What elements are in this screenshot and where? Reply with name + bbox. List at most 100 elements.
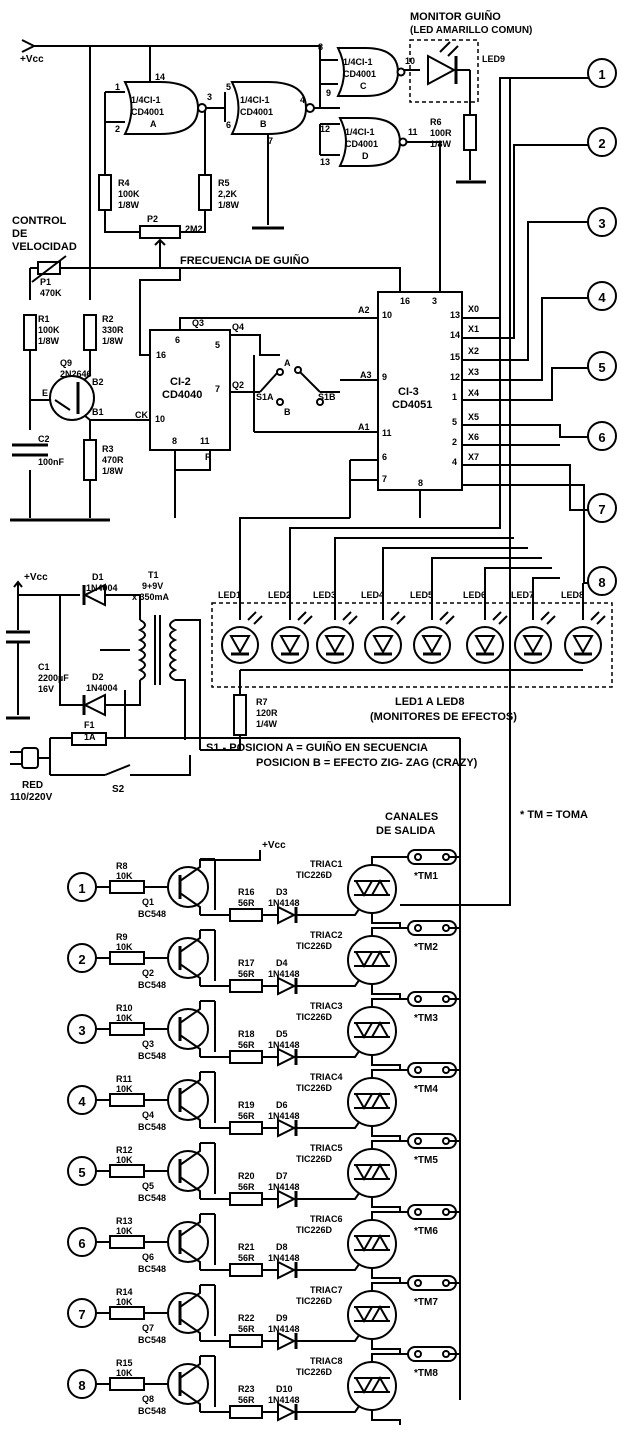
svg-text:4: 4 bbox=[452, 457, 457, 467]
ctrl-label-2: DE bbox=[12, 228, 27, 240]
svg-text:14: 14 bbox=[155, 72, 165, 82]
r1-label: R1 bbox=[38, 314, 50, 324]
svg-text:11: 11 bbox=[408, 127, 418, 137]
d1-label: D1 bbox=[92, 572, 104, 582]
transistor-value: BC548 bbox=[138, 1264, 166, 1274]
led-4: LED4 bbox=[361, 590, 406, 664]
svg-text:11: 11 bbox=[200, 436, 210, 446]
transistor-label: Q3 bbox=[142, 1039, 154, 1049]
freq-label: FRECUENCIA DE GUIÑO bbox=[180, 254, 310, 267]
channel-2: 2R910KQ2BC548R1756RD41N4148TRIAC2TIC226D… bbox=[67, 920, 460, 999]
marker-label: 4 bbox=[598, 290, 606, 305]
channel-marker: 8 bbox=[78, 1378, 85, 1393]
ci3-x4: X4 bbox=[468, 388, 479, 398]
base-resistor-label: R11 bbox=[116, 1074, 132, 1084]
q9-value: 2N2646 bbox=[60, 369, 92, 379]
svg-text:5: 5 bbox=[215, 340, 220, 350]
gate-resistor-label: R22 bbox=[238, 1313, 255, 1323]
ujt-b1: B1 bbox=[92, 407, 104, 417]
base-resistor-value: 10K bbox=[116, 1226, 133, 1236]
marker-label: 7 bbox=[598, 502, 605, 517]
gate-resistor-value: 56R bbox=[238, 1182, 255, 1192]
diode-value: 1N4148 bbox=[268, 969, 300, 979]
led-3: LED3 bbox=[313, 590, 358, 664]
triac-value: TIC226D bbox=[296, 1154, 333, 1164]
svg-text:4: 4 bbox=[300, 95, 305, 105]
vcc-psu-label: +Vcc bbox=[24, 572, 48, 583]
ci3-a3: A3 bbox=[360, 370, 372, 380]
canales-label-2: DE SALIDA bbox=[376, 825, 435, 837]
transistor-label: Q4 bbox=[142, 1110, 154, 1120]
ci2-value: CD4040 bbox=[162, 389, 202, 401]
r7-label: R7 bbox=[256, 697, 268, 707]
led-label: LED2 bbox=[268, 590, 291, 600]
ctrl-label-3: VELOCIDAD bbox=[12, 241, 77, 253]
svg-text:5: 5 bbox=[226, 82, 231, 92]
tm-label: *TM7 bbox=[414, 1297, 438, 1308]
channel-3: 3R1010KQ3BC548R1856RD51N4148TRIAC3TIC226… bbox=[67, 991, 460, 1070]
triac-value: TIC226D bbox=[296, 1083, 333, 1093]
base-resistor-value: 10K bbox=[116, 871, 133, 881]
marker-label: 3 bbox=[598, 216, 605, 231]
ci2-ck: CK bbox=[135, 410, 148, 420]
ci2-q2: Q2 bbox=[232, 380, 244, 390]
r6-value: 100R bbox=[430, 128, 452, 138]
ci3-x5: X5 bbox=[468, 412, 479, 422]
gate-c: 1/4CI-1 CD4001 C 8 9 10 bbox=[318, 42, 415, 98]
led-label: LED8 bbox=[561, 590, 584, 600]
triac-label: TRIAC4 bbox=[310, 1072, 343, 1082]
ci3-value: CD4051 bbox=[392, 399, 432, 411]
led-1: LED1 bbox=[218, 590, 263, 664]
c2-label: C2 bbox=[38, 434, 50, 444]
marker-label: 8 bbox=[598, 575, 605, 590]
gate-b-label-3: B bbox=[260, 119, 267, 129]
gate-resistor-label: R21 bbox=[238, 1242, 255, 1252]
led-7: LED7 bbox=[511, 590, 556, 664]
marker-2: 2 bbox=[587, 127, 617, 157]
power-supply: +Vcc D1 1N4004 D2 1N4004 C1 2200µF 16V T… bbox=[6, 570, 588, 837]
led-6: LED6 bbox=[463, 590, 508, 664]
gate-resistor-value: 56R bbox=[238, 898, 255, 908]
r3-watt: 1/8W bbox=[102, 466, 124, 476]
gate-a-label-1: 1/4CI-1 bbox=[131, 95, 161, 105]
triac-label: TRIAC5 bbox=[310, 1143, 343, 1153]
triac-label: TRIAC2 bbox=[310, 930, 343, 940]
svg-text:1: 1 bbox=[115, 82, 120, 92]
diode-label: D4 bbox=[276, 958, 288, 968]
transistor-label: Q6 bbox=[142, 1252, 154, 1262]
r1-value: 100K bbox=[38, 325, 60, 335]
marker-7: 7 bbox=[587, 493, 617, 523]
output-section: +Vcc 1R810KQ1BC548R1656RD31N4148TRIAC1TI… bbox=[67, 78, 511, 1425]
q9-label: Q9 bbox=[60, 358, 72, 368]
gate-resistor-value: 56R bbox=[238, 1253, 255, 1263]
c1-label: C1 bbox=[38, 662, 50, 672]
channel-7: 7R1410KQ7BC548R2256RD91N4148TRIAC7TIC226… bbox=[67, 1275, 460, 1354]
marker-3: 3 bbox=[587, 207, 617, 237]
triac-label: TRIAC7 bbox=[310, 1285, 343, 1295]
c2-value: 100nF bbox=[38, 457, 65, 467]
tm-label: *TM8 bbox=[414, 1368, 438, 1379]
diode-value: 1N4148 bbox=[268, 1182, 300, 1192]
p1-label: P1 bbox=[40, 277, 51, 287]
diode-value: 1N4148 bbox=[268, 1253, 300, 1263]
transistor-label: Q5 bbox=[142, 1181, 154, 1191]
gate-d-label-3: D bbox=[362, 151, 369, 161]
t1-label: T1 bbox=[148, 570, 159, 580]
gate-d-label-1: 1/4CI-1 bbox=[345, 127, 375, 137]
r5-watt: 1/8W bbox=[218, 200, 240, 210]
svg-text:14: 14 bbox=[450, 330, 460, 340]
svg-text:10: 10 bbox=[382, 310, 392, 320]
c1-watt: 16V bbox=[38, 684, 54, 694]
gate-resistor-label: R18 bbox=[238, 1029, 255, 1039]
s1b-label: S1B bbox=[318, 392, 336, 402]
diode-value: 1N4148 bbox=[268, 1324, 300, 1334]
svg-text:16: 16 bbox=[400, 296, 410, 306]
svg-text:6: 6 bbox=[382, 452, 387, 462]
p2-label: P2 bbox=[147, 214, 158, 224]
channel-marker: 1 bbox=[78, 881, 85, 896]
marker-label: 5 bbox=[598, 360, 605, 375]
channel-6: 6R1310KQ6BC548R2156RD81N4148TRIAC6TIC226… bbox=[67, 1204, 460, 1283]
ci2-q4: Q4 bbox=[232, 322, 244, 332]
svg-text:13: 13 bbox=[320, 157, 330, 167]
marker-label: 1 bbox=[598, 67, 605, 82]
